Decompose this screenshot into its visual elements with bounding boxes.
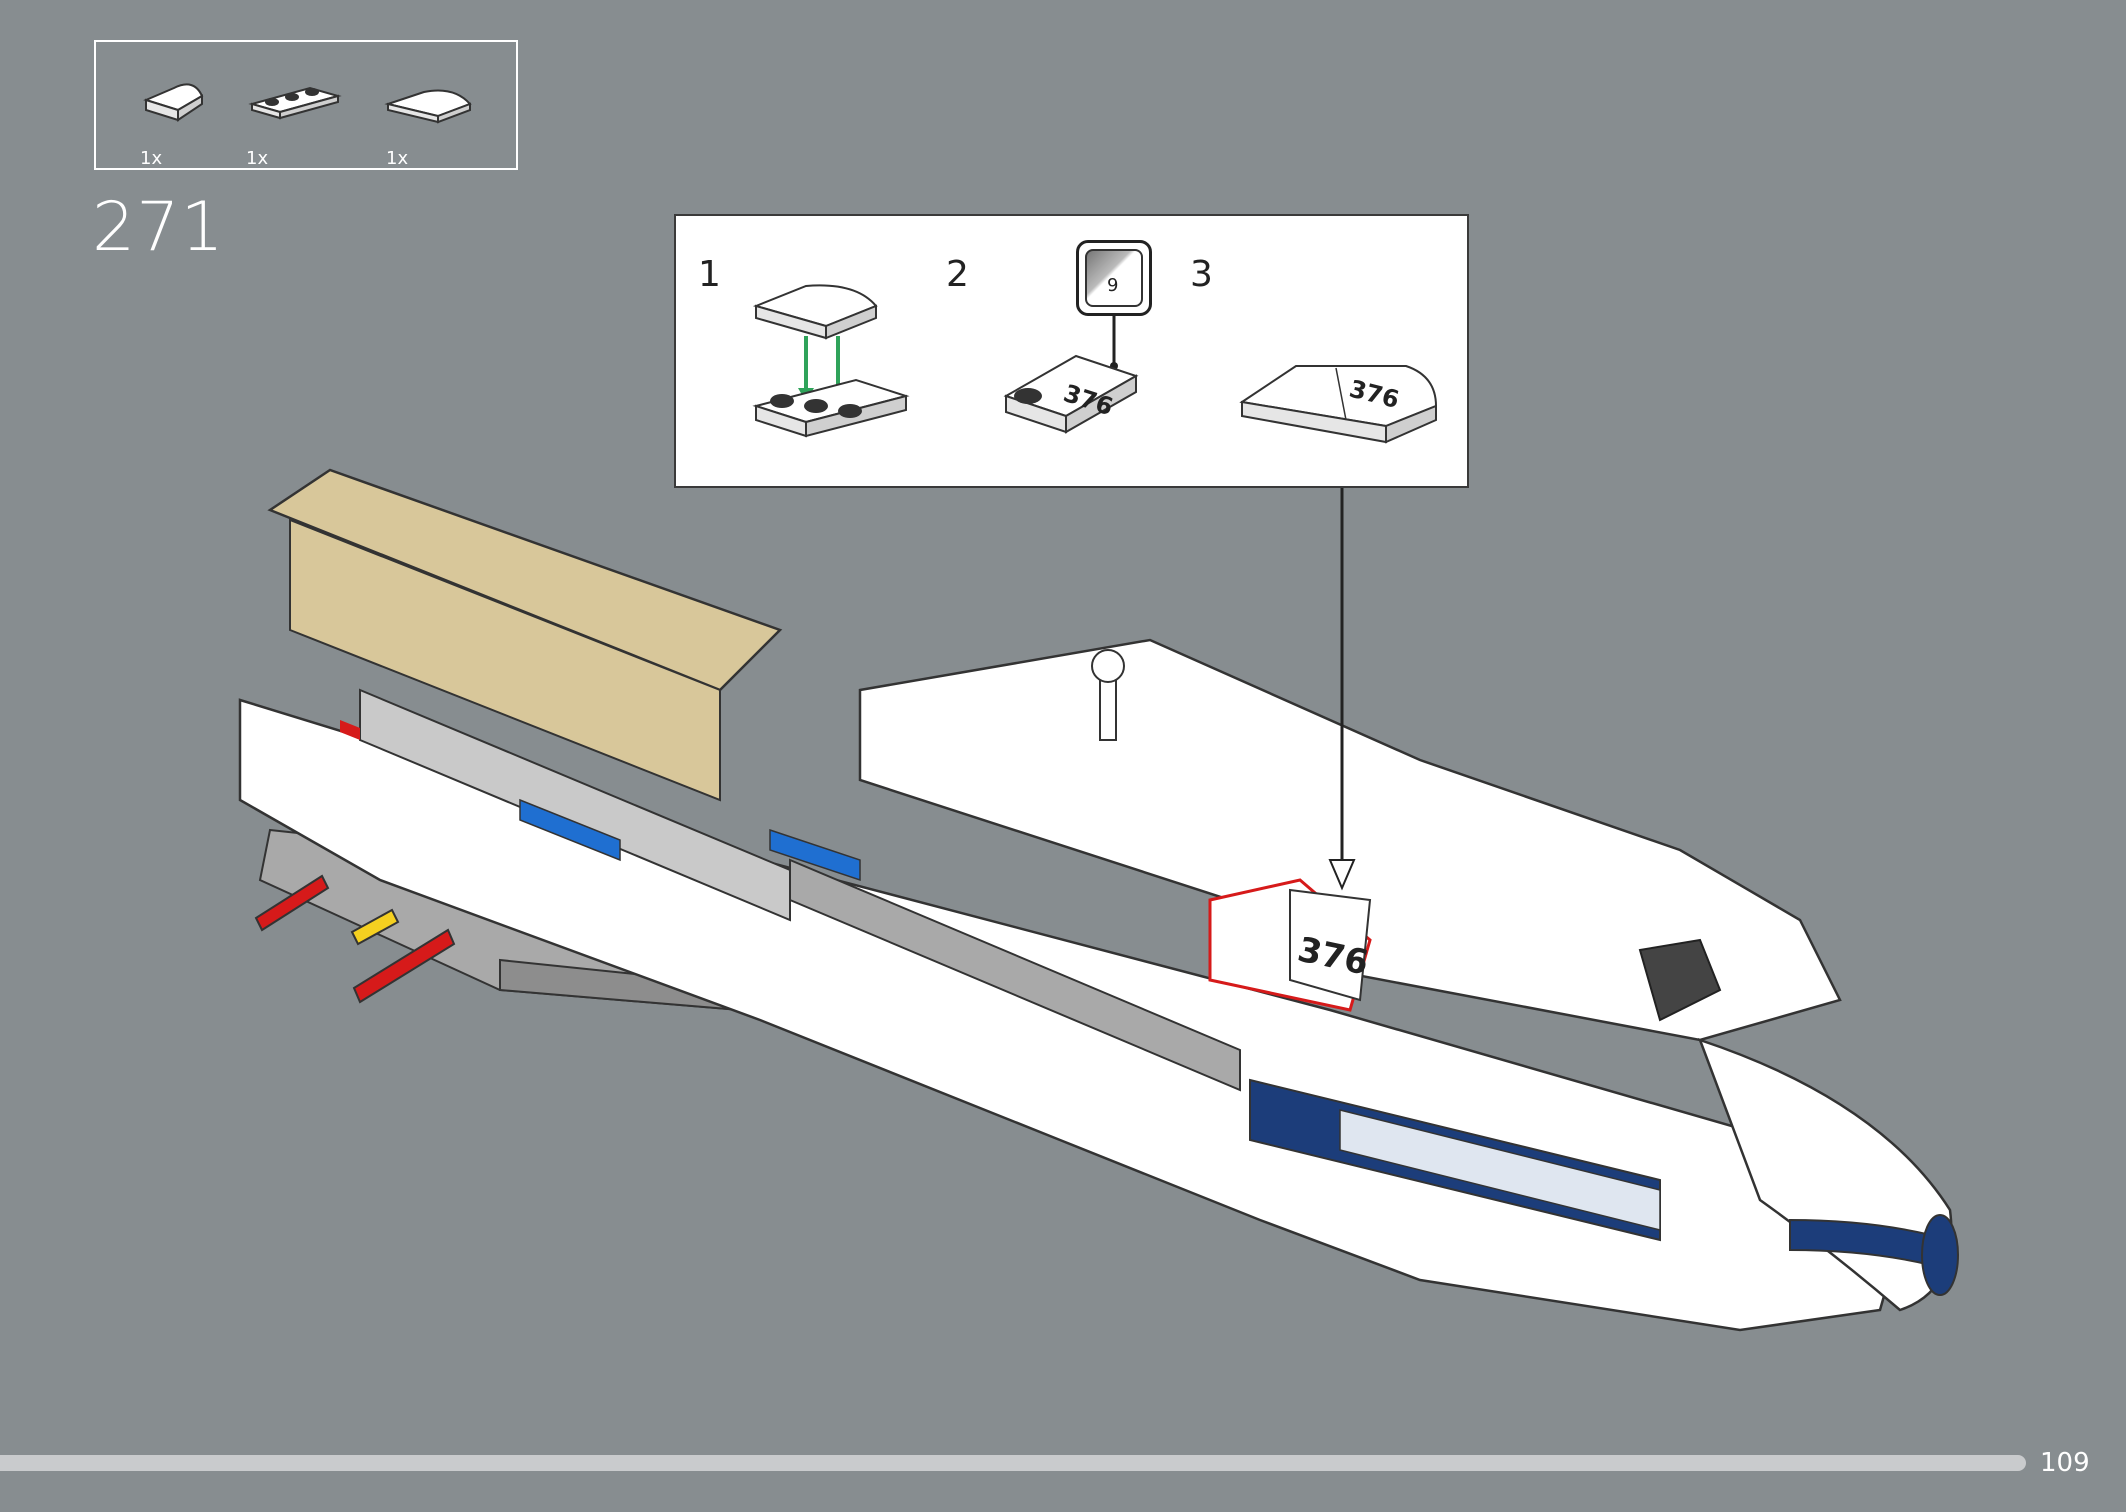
substep-number: 1 [698, 254, 721, 295]
substep-1-illustration [752, 284, 910, 438]
rods [254, 874, 456, 1004]
curved-slope-brick-icon [143, 83, 204, 122]
substep-2-illustration: 376 [1003, 316, 1139, 434]
part-quantity: 1x [386, 148, 409, 169]
plate-1x3-icon [248, 86, 342, 120]
tan-roof [267, 468, 783, 802]
sub-assembly-callout: 1 2 3 9 376 376 [674, 214, 1469, 488]
step-number: 271 [92, 188, 225, 267]
parts-list-box: 1x 1x 1x [94, 40, 518, 170]
page-number: 109 [2040, 1448, 2090, 1478]
parts-list-item: 1x [384, 60, 494, 169]
page-progress-bar [0, 1455, 2026, 1471]
sticker-preview [1085, 249, 1143, 307]
parts-list-item: 1x [136, 60, 246, 169]
sticker-icon: 9 [1076, 240, 1152, 316]
model-print-part: 376 [1208, 878, 1372, 1012]
curved-slope-tile-icon [384, 89, 472, 124]
substep-3-illustration: 376 [1239, 365, 1438, 444]
substep-number: 2 [946, 254, 969, 295]
part-quantity: 1x [140, 148, 163, 169]
antenna [1091, 649, 1125, 741]
substep-number: 3 [1190, 254, 1213, 295]
sticker-sheet-number: 9 [1107, 275, 1119, 296]
callout-pointer [1328, 488, 1356, 891]
part-quantity: 1x [246, 148, 269, 169]
side-beams [340, 688, 1241, 1092]
parts-list-item: 1x [246, 60, 356, 169]
